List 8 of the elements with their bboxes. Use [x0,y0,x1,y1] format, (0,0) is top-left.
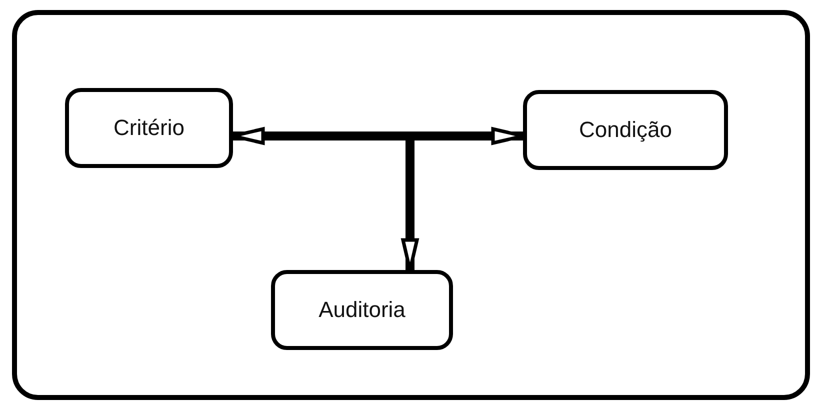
box-label: Critério [114,115,184,141]
box-label: Condição [579,117,672,143]
box-label: Auditoria [318,297,406,323]
frame-box [12,10,810,400]
rounded-box [523,90,728,170]
rounded-box [65,88,233,168]
arrow [231,127,525,145]
rounded-box [271,270,453,350]
